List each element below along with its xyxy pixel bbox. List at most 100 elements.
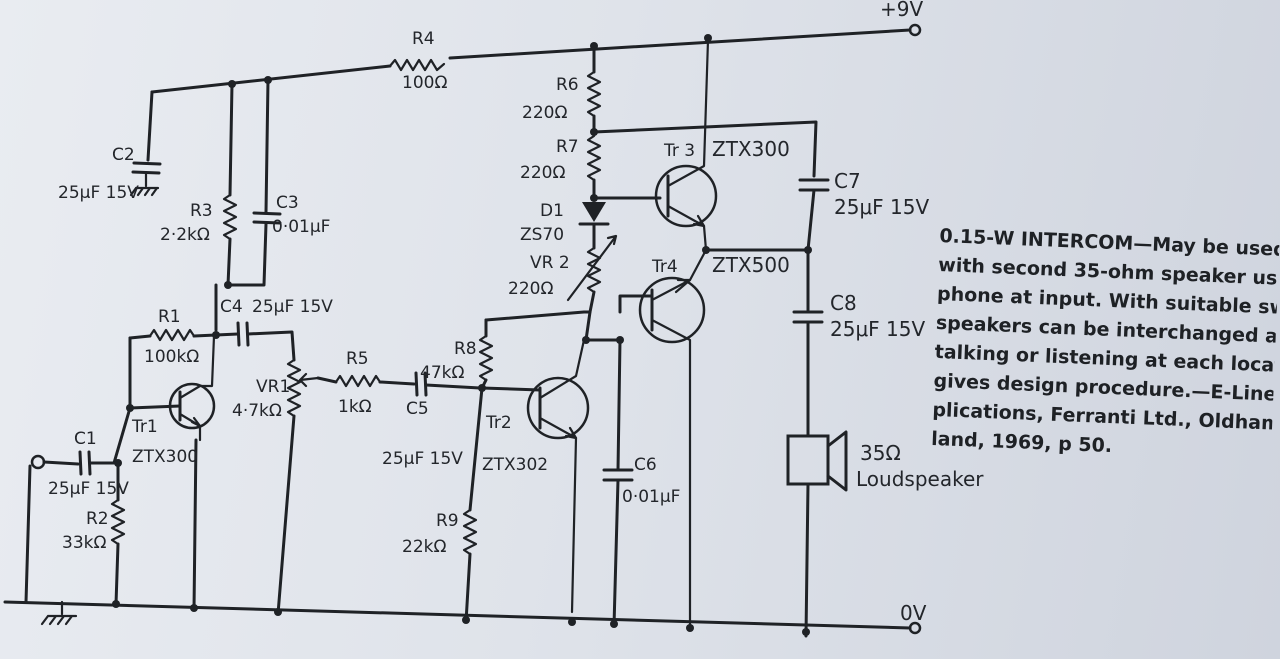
tr2-value: ZTX302 (482, 455, 548, 475)
r8-top-wire (484, 310, 592, 322)
r4-symbol (388, 58, 446, 72)
ground-symbol (40, 600, 78, 626)
r2-value: 33kΩ (62, 533, 106, 553)
r2-lead-bottom (114, 542, 120, 606)
supply-label: +9V (880, 0, 923, 21)
r3-lead-top (228, 82, 234, 197)
node-r2-top (114, 459, 122, 467)
r9-value: 22kΩ (402, 537, 446, 557)
node-c6-top (616, 336, 624, 344)
input-ground-wire (24, 464, 32, 604)
tr4-symbol (618, 248, 708, 632)
node-gnd-tr4 (686, 624, 694, 632)
c6-top-wire (582, 338, 622, 472)
r8-ref: R8 (454, 339, 477, 359)
vr2-symbol (586, 246, 602, 294)
vr1-ref: VR1 (256, 377, 290, 397)
r2-symbol (110, 498, 126, 546)
d1-symbol (578, 202, 610, 226)
tr4-value: ZTX500 (712, 253, 790, 277)
node-gnd-vr1 (274, 608, 282, 616)
vr2-ref: VR 2 (530, 253, 570, 273)
r3-symbol (222, 193, 238, 241)
node-tr3-collector (704, 34, 712, 42)
c6-value: 0·01μF (622, 487, 680, 507)
c7-ref: C7 (834, 169, 861, 193)
speaker-ground-wire (804, 482, 810, 638)
r7-ref: R7 (556, 137, 579, 157)
node-supply-r3 (228, 80, 236, 88)
vr2-value: 220Ω (508, 279, 553, 299)
tr2-symbol (480, 338, 590, 614)
tr3-symbol (654, 38, 718, 252)
vr1-symbol (286, 358, 302, 418)
node-tr2-collector (582, 336, 590, 344)
r1-value: 100kΩ (144, 347, 199, 367)
r5-lead-left (316, 376, 338, 384)
r7-symbol (586, 134, 602, 182)
node-r6-top (590, 42, 598, 50)
c3-ref: C3 (276, 193, 299, 213)
r8-lead-bottom (468, 378, 488, 512)
ground-rail (3, 600, 922, 635)
r5-lead-right (378, 380, 416, 386)
c7-lead-bottom (806, 188, 816, 252)
r1-symbol (148, 328, 196, 342)
c3-symbol (252, 211, 282, 225)
c8-value: 25μF 15V (830, 317, 925, 341)
r3-ref: R3 (190, 201, 213, 221)
c4-ref: C4 (220, 297, 243, 317)
c6-lead-bottom (612, 478, 620, 628)
speaker-label: Loudspeaker (856, 467, 984, 491)
r5-symbol (334, 374, 382, 388)
node-gnd-r2 (112, 600, 120, 608)
c3-lead-bottom (226, 222, 268, 287)
r6-ref: R6 (556, 75, 579, 95)
node-gnd-c6 (610, 620, 618, 628)
ground-terminal (908, 621, 922, 635)
r4-value: 100Ω (402, 73, 447, 93)
r3-lead-bottom (226, 237, 232, 287)
c6-ref: C6 (634, 455, 657, 475)
c3-lead-top (264, 78, 270, 214)
node-r6-r7 (590, 128, 598, 136)
vr1-value: 4·7kΩ (232, 401, 282, 421)
tr1-ref: Tr1 (131, 417, 158, 437)
node-gnd-tr1 (190, 604, 198, 612)
figure-caption: 0.15-W INTERCOM—May be used as in with s… (931, 222, 1280, 467)
tr3-value: ZTX300 (712, 137, 790, 161)
r9-ref: R9 (436, 511, 459, 531)
node-r3-c3 (224, 281, 232, 289)
r1-ref: R1 (158, 307, 181, 327)
loudspeaker-icon (786, 430, 848, 492)
tr3-ref: Tr 3 (663, 141, 695, 161)
node-speaker-ground (802, 628, 810, 636)
r1-lead-left (128, 334, 152, 340)
node-gnd-r9 (462, 616, 470, 624)
r3-value: 2·2kΩ (160, 225, 210, 245)
vr2-lead-bottom (584, 290, 596, 342)
r7-value: 220Ω (520, 163, 565, 183)
vr1-wiper (298, 372, 320, 388)
r9-lead-bottom (464, 552, 472, 624)
r4-ref: R4 (412, 29, 435, 49)
c7-value: 25μF 15V (834, 195, 929, 219)
d1-value: ZS70 (520, 225, 564, 245)
input-jack-icon (30, 454, 46, 470)
tr1-value: ZTX300 (132, 447, 198, 467)
supply-terminal (908, 23, 922, 37)
r5-value: 1kΩ (338, 397, 372, 417)
r8-value: 47kΩ (420, 363, 464, 383)
r2-ref: R2 (86, 509, 109, 529)
c2-value: 25μF 15V (58, 183, 139, 203)
c5-lead-right (424, 383, 482, 390)
c5-value: 25μF 15V (382, 449, 463, 469)
tr1-emitter-wire (192, 438, 198, 612)
r5-ref: R5 (346, 349, 369, 369)
ground-label: 0V (900, 601, 927, 625)
vr2-arrow (566, 234, 618, 302)
c8-ref: C8 (830, 291, 857, 315)
c3-value: 0·01μF (272, 217, 330, 237)
